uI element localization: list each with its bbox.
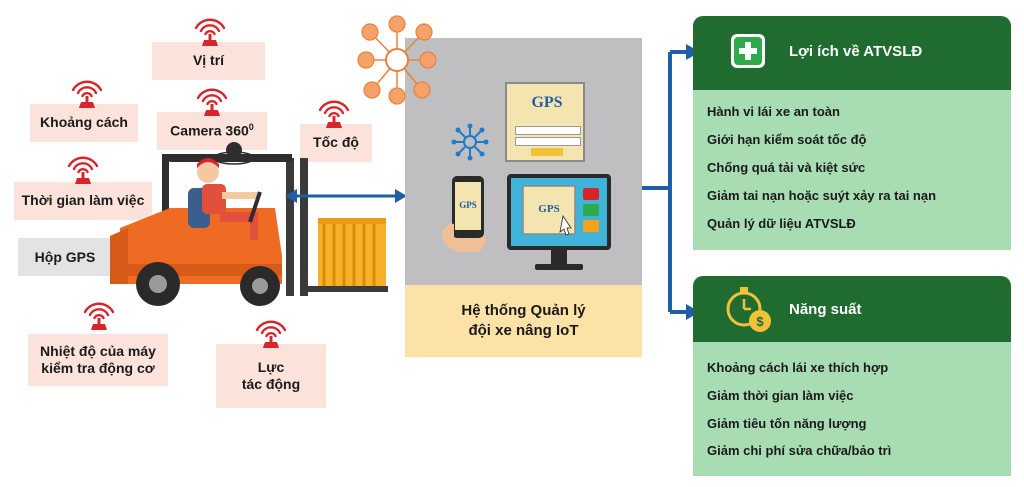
smartphone-icon: GPS <box>441 176 486 252</box>
wifi-signal-icon <box>63 152 103 186</box>
wifi-signal-icon <box>67 76 107 110</box>
svg-text:GPS: GPS <box>538 203 559 215</box>
sensor-label: Tốc độ <box>313 134 359 151</box>
list-item: Giảm tiêu tốn năng lượng <box>707 416 867 431</box>
green-cross-icon <box>731 34 765 68</box>
sensor-label-line1: Nhiệt độ của máy <box>40 342 156 359</box>
list-item: Chống quá tải và kiệt sức <box>707 160 866 175</box>
gps-logo: GPS <box>531 94 563 111</box>
stopwatch-coin-icon: $ <box>726 287 771 332</box>
forklift-illustration <box>110 142 388 306</box>
system-title: Hệ thống Quản lý đội xe nâng IoT <box>405 285 642 357</box>
network-icon <box>451 123 489 161</box>
sensor-camera: Camera 3600 <box>157 112 267 150</box>
list-item: Giảm thời gian làm việc <box>707 388 854 403</box>
list-item: Quản lý dữ liệu ATVSLĐ <box>707 216 856 231</box>
gps-box-label: Hộp GPS <box>18 238 112 276</box>
list-item: Khoảng cách lái xe thích hợp <box>707 360 889 375</box>
list-item: Giới hạn kiểm soát tốc độ <box>707 132 867 147</box>
list-item: Hành vi lái xe an toàn <box>707 104 840 119</box>
list-item: Giảm tai nạn hoặc suýt xảy ra tai nạn <box>707 188 937 203</box>
sensor-vi-tri: Vị trí <box>152 42 265 80</box>
gps-login-screen: GPS <box>505 82 585 162</box>
sensor-label-line2: tác động <box>241 376 301 392</box>
list-item: Giảm chi phí sửa chữa/bảo trì <box>707 443 892 458</box>
sensor-label-line1: Lực <box>257 358 285 375</box>
wifi-signal-icon <box>190 14 230 48</box>
productivity-list <box>693 342 1011 476</box>
bidirectional-arrow <box>285 189 407 203</box>
sensor-label: Vị trí <box>192 52 225 69</box>
wifi-signal-icon <box>251 316 291 350</box>
system-title-line2: đội xe nâng IoT <box>468 322 579 339</box>
sensor-khoang-cach: Khoảng cách <box>30 104 138 142</box>
login-button <box>531 148 563 156</box>
sensor-label: Thời gian làm việc <box>21 192 145 209</box>
sensor-label-line2: kiểm tra động cơ <box>41 360 155 376</box>
sensor-toc-do: Tốc độ <box>300 124 372 162</box>
iot-hub-icon <box>357 15 437 105</box>
svg-text:GPS: GPS <box>459 200 477 210</box>
wifi-signal-icon <box>314 96 354 130</box>
sensor-luc: Lực tác động <box>216 344 326 408</box>
wifi-signal-icon <box>192 84 232 118</box>
password-field <box>515 137 581 146</box>
username-field <box>515 126 581 135</box>
monitor-icon: GPS <box>507 174 611 270</box>
productivity-title: Năng suất <box>789 301 862 318</box>
sensor-label: Khoảng cách <box>40 114 128 131</box>
system-title-line1: Hệ thống Quản lý <box>461 301 586 319</box>
sensor-thoi-gian: Thời gian làm việc <box>14 182 152 220</box>
sensor-label: Camera 3600 <box>170 121 254 139</box>
safety-list <box>693 90 1011 250</box>
svg-text:$: $ <box>756 314 764 329</box>
sensor-nhiet-do: Nhiệt độ của máy kiểm tra động cơ <box>28 334 168 386</box>
safety-title: Lợi ích về ATVSLĐ <box>789 43 923 60</box>
